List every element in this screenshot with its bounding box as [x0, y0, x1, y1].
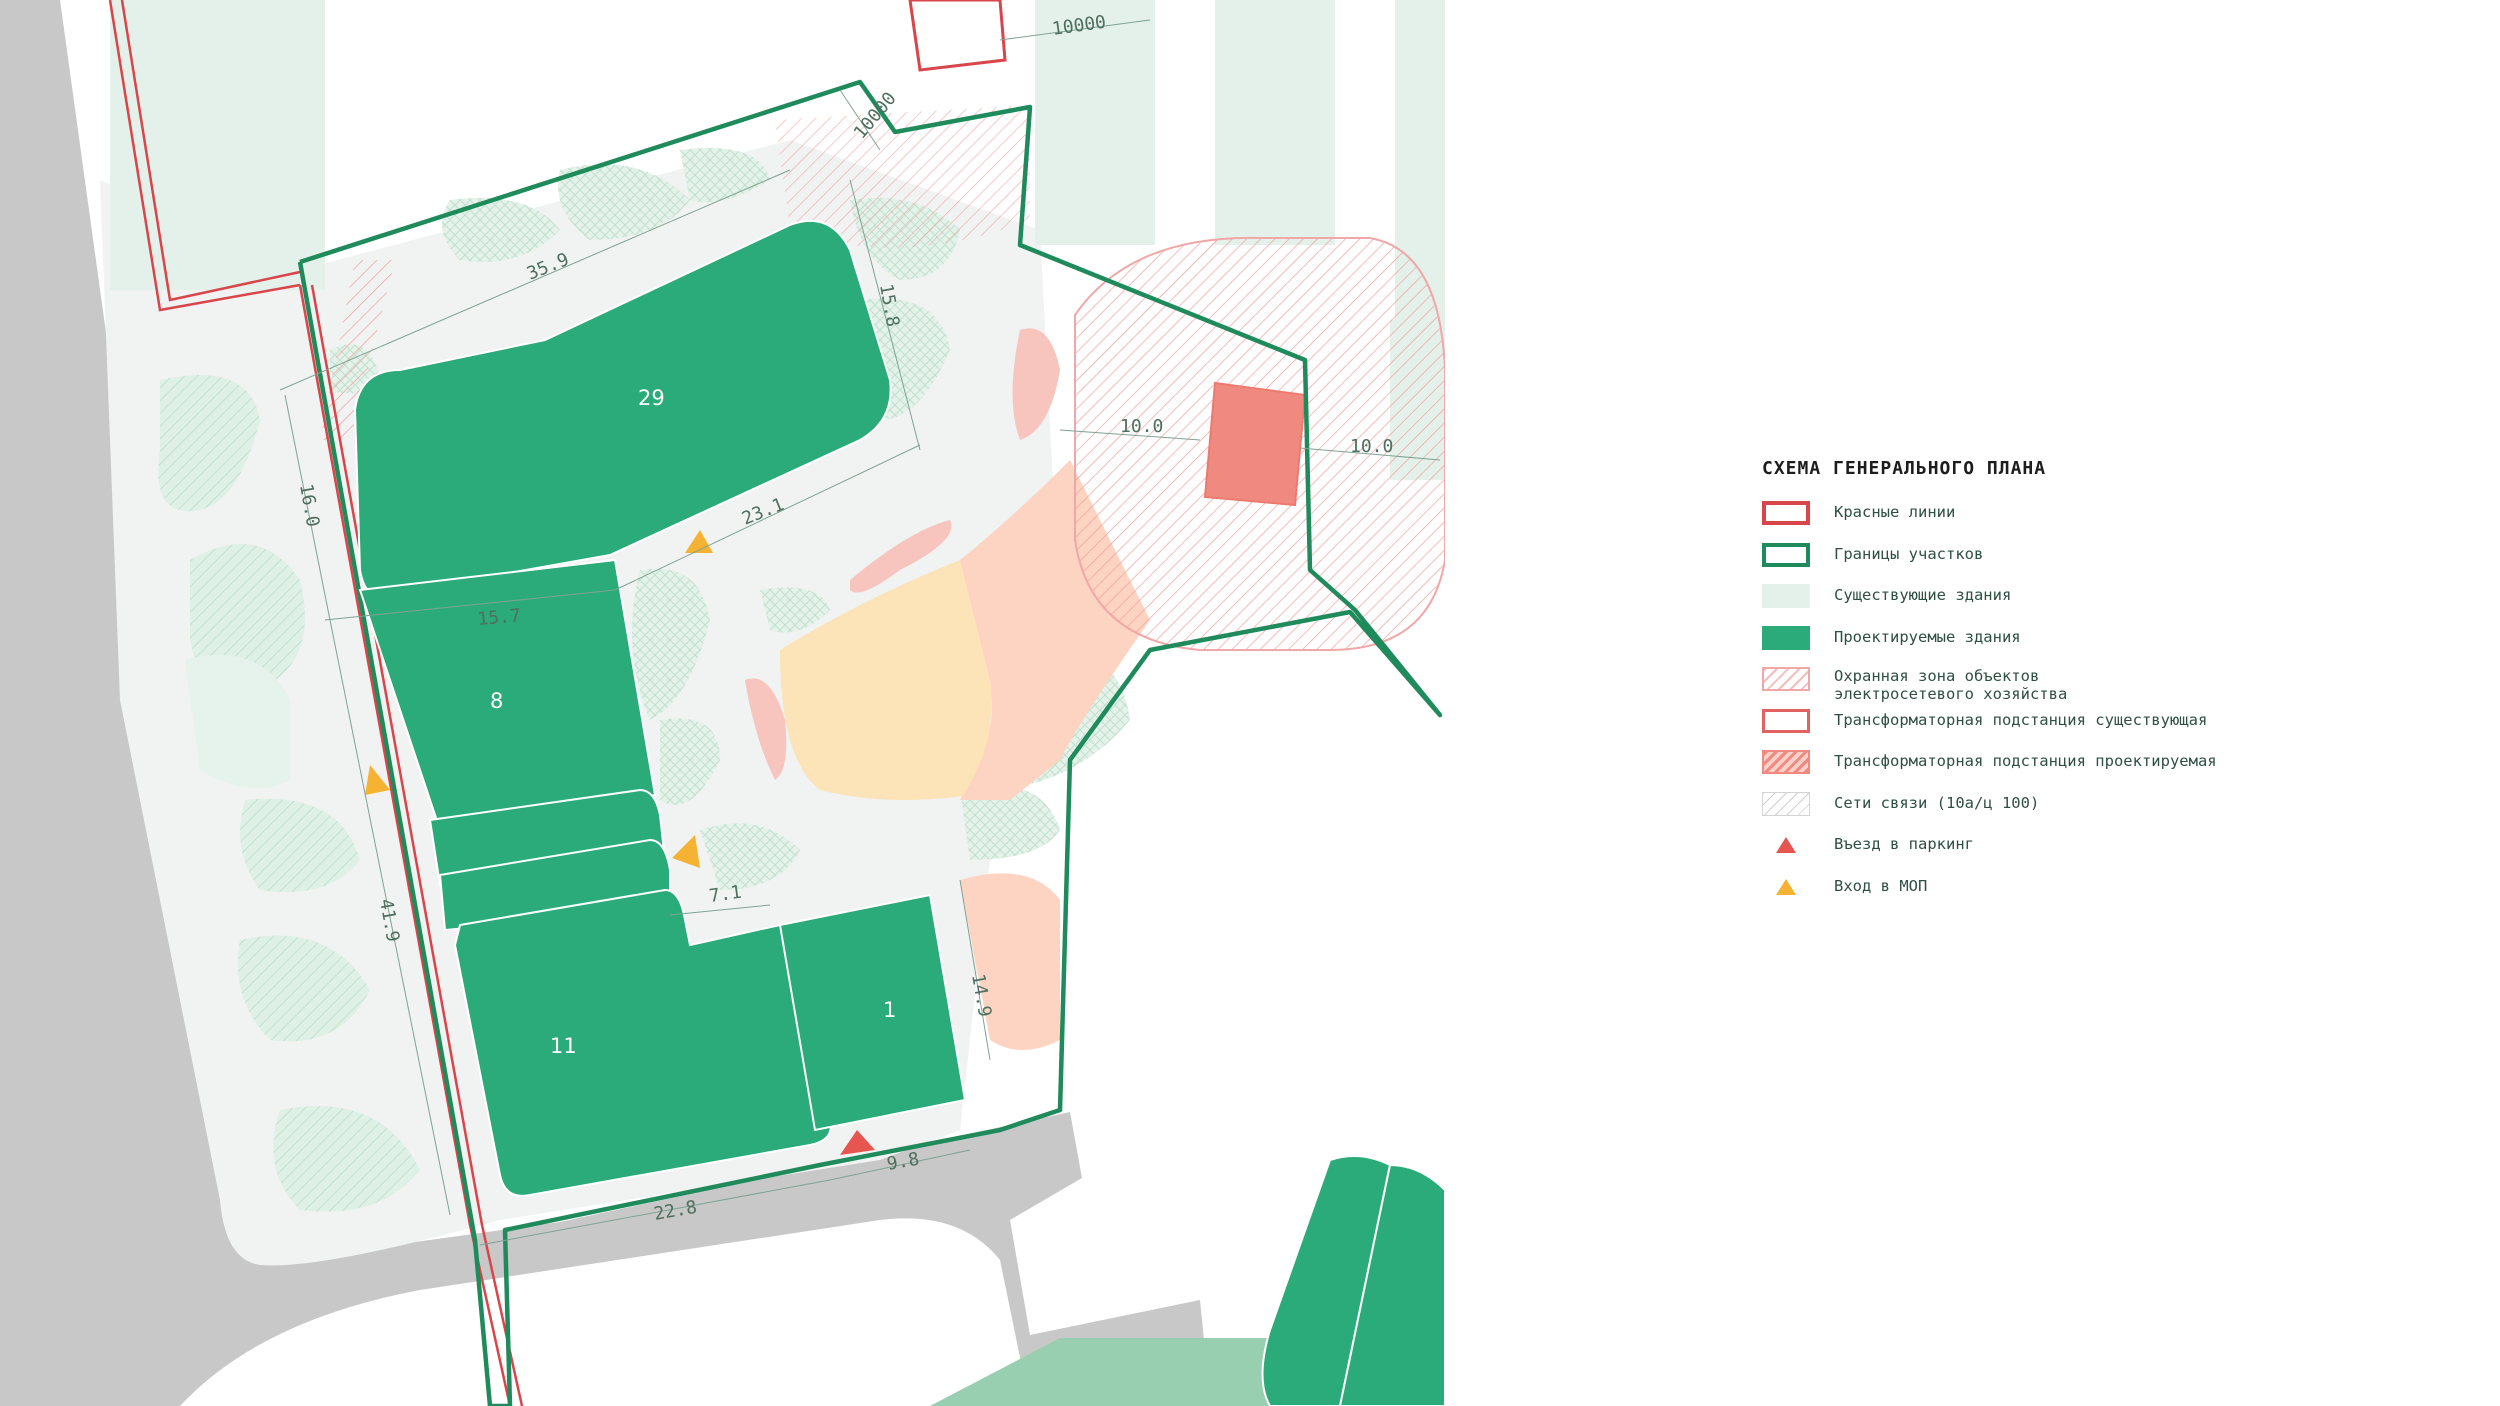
designed-buildings: [353, 220, 1445, 1406]
building-8-shape: [358, 558, 657, 832]
legend-label: Вход в МОП: [1834, 876, 1928, 895]
legend-label: Охранная зона объектов электросетевого х…: [1834, 667, 2068, 703]
building-1-shape: [778, 893, 967, 1132]
communication-network-zone: [320, 260, 395, 440]
power-protection-zone-swatch: [1762, 667, 1810, 691]
legend-item-communication-networks: Сети связи (10а/ц 100): [1762, 791, 2462, 834]
existing-building: [110, 0, 325, 290]
legend-item-designed-buildings: Проектируемые здания: [1762, 625, 2462, 668]
building-label: 1: [883, 998, 896, 1022]
legend-title: СХЕМА ГЕНЕРАЛЬНОГО ПЛАНА: [1762, 458, 2047, 479]
existing-building: [1035, 0, 1155, 245]
legend-item-red-lines: Красные линии: [1762, 501, 2462, 543]
legend-item-parking-entrance: Въезд в паркинг: [1762, 833, 2462, 875]
legend-label: Трансформаторная подстанция проектируема…: [1834, 752, 2217, 770]
legend-label: Трансформаторная подстанция существующая: [1834, 710, 2208, 729]
road-inner-white: [180, 1120, 1115, 1406]
designed-buildings-swatch: [1762, 625, 1810, 650]
building-labels: 29 8 11 1: [490, 386, 896, 1058]
dim-label: 15.7: [477, 605, 522, 630]
common-area-entrance-marker: [365, 765, 390, 795]
building-11-shape: [453, 888, 832, 1197]
common-area-entrance-marker: [672, 835, 700, 868]
roads: [0, 0, 1205, 1406]
building-label: 29: [638, 386, 665, 410]
red-lines-swatch: [1762, 501, 1810, 525]
legend-item-substation-designed: Трансформаторная подстанция проектируема…: [1762, 750, 2462, 792]
legend-item-plot-boundaries: Границы участков: [1762, 542, 2462, 585]
legend-label: Проектируемые здания: [1834, 627, 2021, 646]
legend-label: Красные линии: [1834, 503, 1956, 521]
substation-existing: [908, 0, 1007, 72]
legend-label: Границы участков: [1834, 544, 1984, 563]
legend-item-existing-buildings: Существующие здания: [1762, 584, 2462, 626]
common-area-entrance-icon: [1762, 875, 1810, 899]
dim-label: 10.0: [1120, 416, 1163, 437]
legend-label: Въезд в паркинг: [1834, 835, 1974, 853]
parking-entrance-marker: [840, 1130, 875, 1155]
substation-designed-swatch: [1762, 750, 1810, 774]
building-label: 11: [550, 1034, 577, 1058]
legend-item-common-area-entrance: Вход в МОП: [1762, 875, 2462, 917]
dim-label: 10.0: [1350, 436, 1393, 457]
parking-entrance-icon: [1762, 833, 1810, 857]
legend-item-substation-existing: Трансформаторная подстанция существующая: [1762, 708, 2462, 751]
dimension-lines: [279, 19, 1441, 1246]
substation-designed: [1203, 381, 1307, 507]
substation-existing-swatch: [1762, 708, 1810, 733]
existing-buildings-swatch: [1762, 584, 1810, 608]
communication-networks-swatch: [1762, 791, 1810, 816]
legend-item-power-protection-zone: Охранная зона объектов электросетевого х…: [1762, 667, 2462, 709]
site-plan-map: 35.9 15.8 16.0 23.1 15.7 7.1 41.9 14.9 2…: [0, 0, 1445, 1406]
legend-label: Сети связи (10а/ц 100): [1834, 793, 2040, 812]
plot-boundary: [297, 79, 1443, 1406]
dim-label: 7.1: [708, 882, 743, 907]
legend-label: Существующие здания: [1834, 586, 2012, 604]
existing-building: [1215, 0, 1335, 245]
lawns: [158, 148, 1130, 1212]
building-label: 8: [490, 689, 503, 713]
legend: СХЕМА ГЕНЕРАЛЬНОГО ПЛАНА Красные линии Г…: [1762, 458, 2462, 916]
plot-boundaries-swatch: [1762, 542, 1810, 567]
